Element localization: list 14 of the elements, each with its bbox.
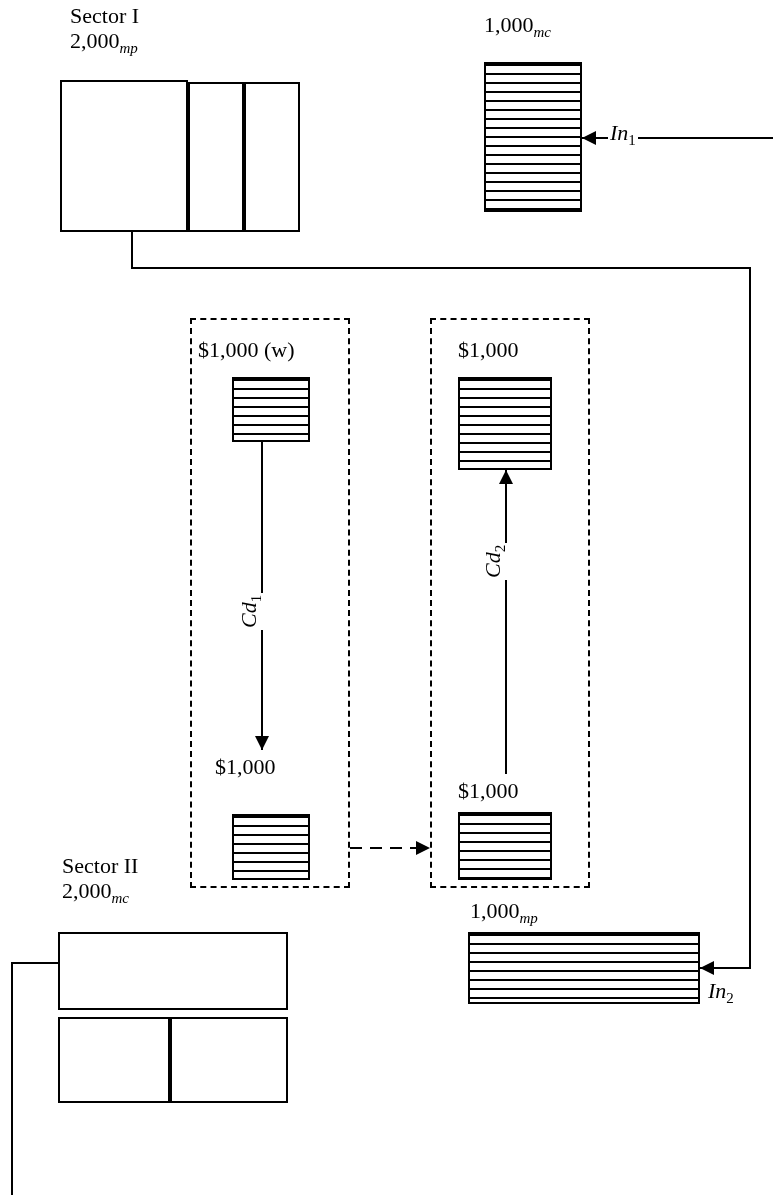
arrow xyxy=(255,441,269,751)
heading-text: $1,000 xyxy=(458,337,519,362)
heading-text: 2,000$_{mc}$ xyxy=(62,878,129,909)
arrow xyxy=(499,469,513,775)
arrow xyxy=(349,841,431,855)
heading-text: Sector II xyxy=(62,853,139,878)
heading-text: 1,000$_{mp}$ xyxy=(470,898,538,929)
heading-text: $1,000 (w) xyxy=(198,337,295,362)
heading-text: Sector I xyxy=(70,3,140,28)
heading-text: 2,000$_{mp}$ xyxy=(70,28,138,59)
arrow xyxy=(131,231,751,975)
heading-text: $1,000 xyxy=(458,778,519,803)
heading-text: $1,000 xyxy=(215,754,276,779)
heading-text: 1,000$_{mc}$ xyxy=(484,12,551,43)
